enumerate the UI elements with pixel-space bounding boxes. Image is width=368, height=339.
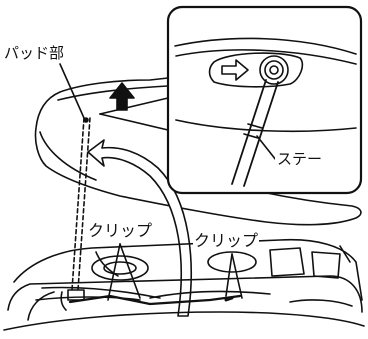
pad-part-label: パッド部 bbox=[4, 44, 65, 62]
inset-connector bbox=[99, 97, 169, 131]
curved-outline-arrow-icon bbox=[87, 139, 192, 317]
engine-bay bbox=[3, 238, 365, 331]
outline-right-arrow-icon bbox=[221, 59, 249, 81]
pad-leader-line bbox=[59, 63, 85, 119]
hood-lock bbox=[67, 289, 85, 301]
clip-label-right: クリップ bbox=[193, 231, 260, 250]
thick-up-arrow-icon bbox=[109, 82, 135, 111]
clip-leaders bbox=[107, 243, 243, 301]
open-hood bbox=[34, 77, 362, 226]
stay-label: ステー bbox=[275, 150, 325, 168]
clip-label-left: クリップ bbox=[87, 221, 154, 240]
pad-marker bbox=[83, 117, 89, 123]
magnified-inset bbox=[166, 5, 363, 195]
stay-rod-dashed bbox=[71, 117, 91, 291]
